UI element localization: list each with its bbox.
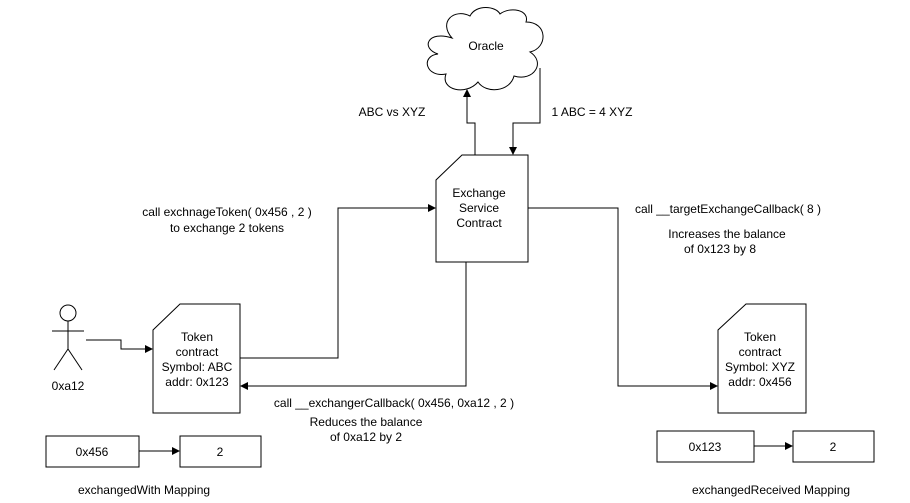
token-xyz-line-4: addr: 0x456 [728,375,792,389]
exchanged-received-mapping: 0x123 2 exchangedReceived Mapping [656,430,875,497]
edge-label-reduces-2: of 0xa12 by 2 [330,430,402,444]
exchanged-with-mapping: 0x456 2 exchangedWith Mapping [45,435,262,497]
token-abc-line-4: addr: 0x123 [165,375,229,389]
exchange-label-line-3: Contract [456,216,502,230]
token-xyz-line-3: Symbol: XYZ [725,360,795,374]
mapping-with-label: exchangedWith Mapping [78,483,210,497]
edge-label-call-target: call __targetExchangeCallback( 8 ) [635,202,821,216]
exchange-service-contract: Exchange Service Contract [435,154,529,263]
token-abc-line-3: Symbol: ABC [162,360,233,374]
exchange-label-line-1: Exchange [452,186,506,200]
edge-oracle-to-exchange [509,68,541,155]
edge-label-call-exchange-2: to exchange 2 tokens [170,221,284,235]
edge-label-reduces-1: Reduces the balance [310,415,423,429]
actor-label: 0xa12 [52,379,85,393]
token-contract-abc: Token contract Symbol: ABC addr: 0x123 [152,303,241,414]
edge-label-increases-1: Increases the balance [668,227,786,241]
oracle-cloud: Oracle [426,7,544,91]
mapping-with-value: 2 [217,445,224,459]
token-contract-xyz: Token contract Symbol: XYZ addr: 0x456 [717,303,807,414]
edge-label-call-exchanger: call __exchangerCallback( 0x456, 0xa12 ,… [274,396,514,410]
edge-label-abc-vs-xyz: ABC vs XYZ [359,105,426,119]
mapping-received-value: 2 [830,440,837,454]
mapping-received-key-box [656,430,755,463]
mapping-received-key: 0x123 [689,440,722,454]
edge-exchange-to-token-xyz [528,207,718,390]
edge-exchange-to-token-abc [240,262,467,390]
mapping-with-value-box [179,435,262,468]
mapping-received-label: exchangedReceived Mapping [692,483,850,497]
edge-label-call-exchange-1: call exchnageToken( 0x456 , 2 ) [142,205,311,219]
mapping-with-key: 0x456 [76,445,109,459]
mapping-received-value-box [792,430,875,463]
token-abc-line-2: contract [176,345,219,359]
token-xyz-line-2: contract [739,345,782,359]
token-xyz-line-1: Token [744,330,776,344]
edge-token-abc-to-exchange [240,204,436,359]
edge-actor-to-token-abc [86,339,153,353]
oracle-label: Oracle [468,39,504,53]
actor-user-icon: 0xa12 [52,304,85,393]
edge-exchange-to-oracle [463,89,476,155]
token-abc-line-1: Token [181,330,213,344]
edge-label-rate: 1 ABC = 4 XYZ [551,105,632,119]
exchange-label-line-2: Service [459,201,499,215]
mapping-with-key-box [45,435,140,468]
edge-label-increases-2: of 0x123 by 8 [684,242,756,256]
